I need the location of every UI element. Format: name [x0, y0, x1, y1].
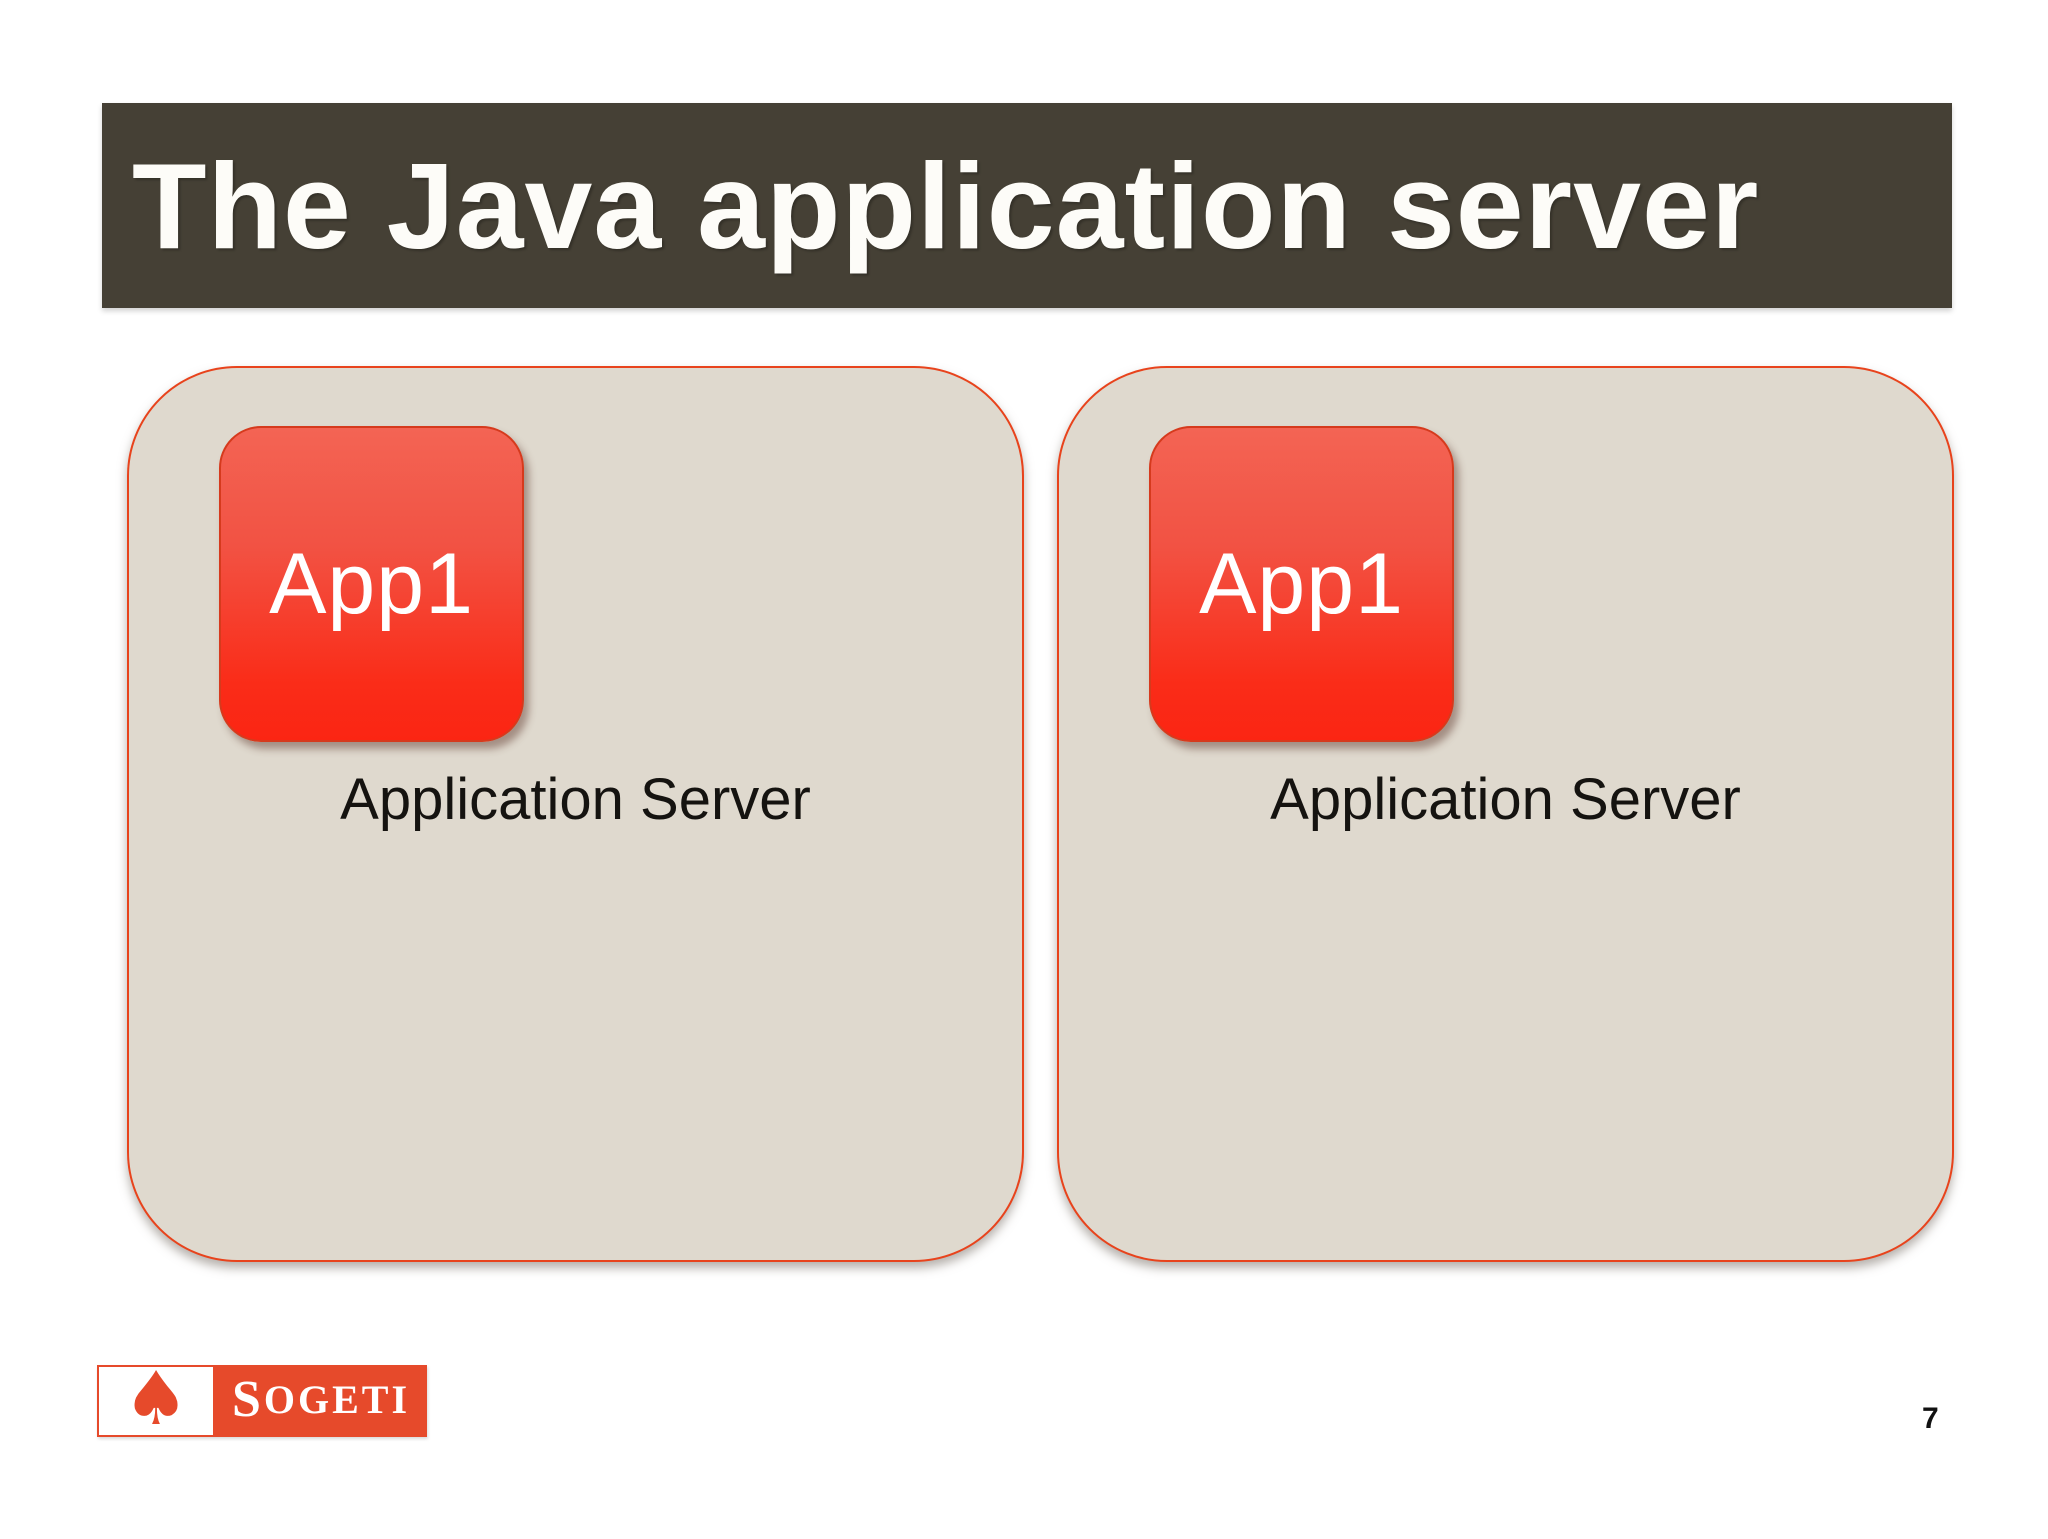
- application-server-label: Application Server: [1270, 767, 1741, 832]
- slide-title: The Java application server: [132, 137, 1760, 274]
- spade-icon: ♠: [122, 1356, 190, 1442]
- application-server-label: Application Server: [340, 767, 811, 832]
- logo-wordmark-initial: S: [231, 1370, 264, 1428]
- app1-box-2: App1: [1149, 426, 1454, 742]
- app1-label: App1: [1199, 535, 1404, 632]
- app1-box-1: App1: [219, 426, 524, 742]
- application-server-box-1: App1 Application Server: [127, 366, 1024, 1262]
- logo-spade-box: ♠: [97, 1356, 215, 1442]
- logo-wordmark-rest: OGETI: [263, 1376, 411, 1422]
- slide-title-band: The Java application server: [102, 103, 1952, 308]
- page-number: 7: [1922, 1402, 1939, 1435]
- application-server-box-2: App1 Application Server: [1057, 366, 1954, 1262]
- app1-label: App1: [269, 535, 474, 632]
